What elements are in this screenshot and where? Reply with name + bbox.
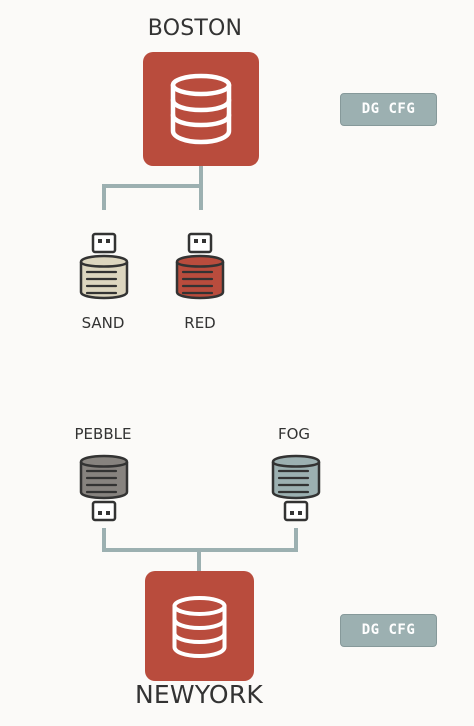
database-icon	[172, 596, 227, 659]
database-icon	[170, 73, 232, 145]
usb-storage-icon[interactable]	[270, 450, 322, 522]
usb-body-fill	[175, 254, 225, 300]
storage-label-fog: FOG	[277, 425, 311, 443]
usb-storage-icon[interactable]	[78, 450, 130, 522]
usb-storage-icon[interactable]	[174, 232, 226, 304]
storage-label-pebble: PEBBLE	[74, 425, 132, 443]
usb-body-fill	[79, 254, 129, 300]
site-title-boston: BOSTON	[147, 16, 243, 41]
storage-label-sand: SAND	[81, 314, 125, 332]
dg-cfg-badge-newyork[interactable]: DG CFG	[340, 614, 437, 647]
dg-cfg-badge-boston[interactable]: DG CFG	[340, 93, 437, 126]
database-node-boston[interactable]	[143, 52, 259, 166]
database-node-newyork[interactable]	[145, 571, 254, 681]
usb-storage-icon[interactable]	[78, 232, 130, 304]
storage-label-red: RED	[184, 314, 216, 332]
site-title-newyork: NEWYORK	[135, 680, 263, 709]
